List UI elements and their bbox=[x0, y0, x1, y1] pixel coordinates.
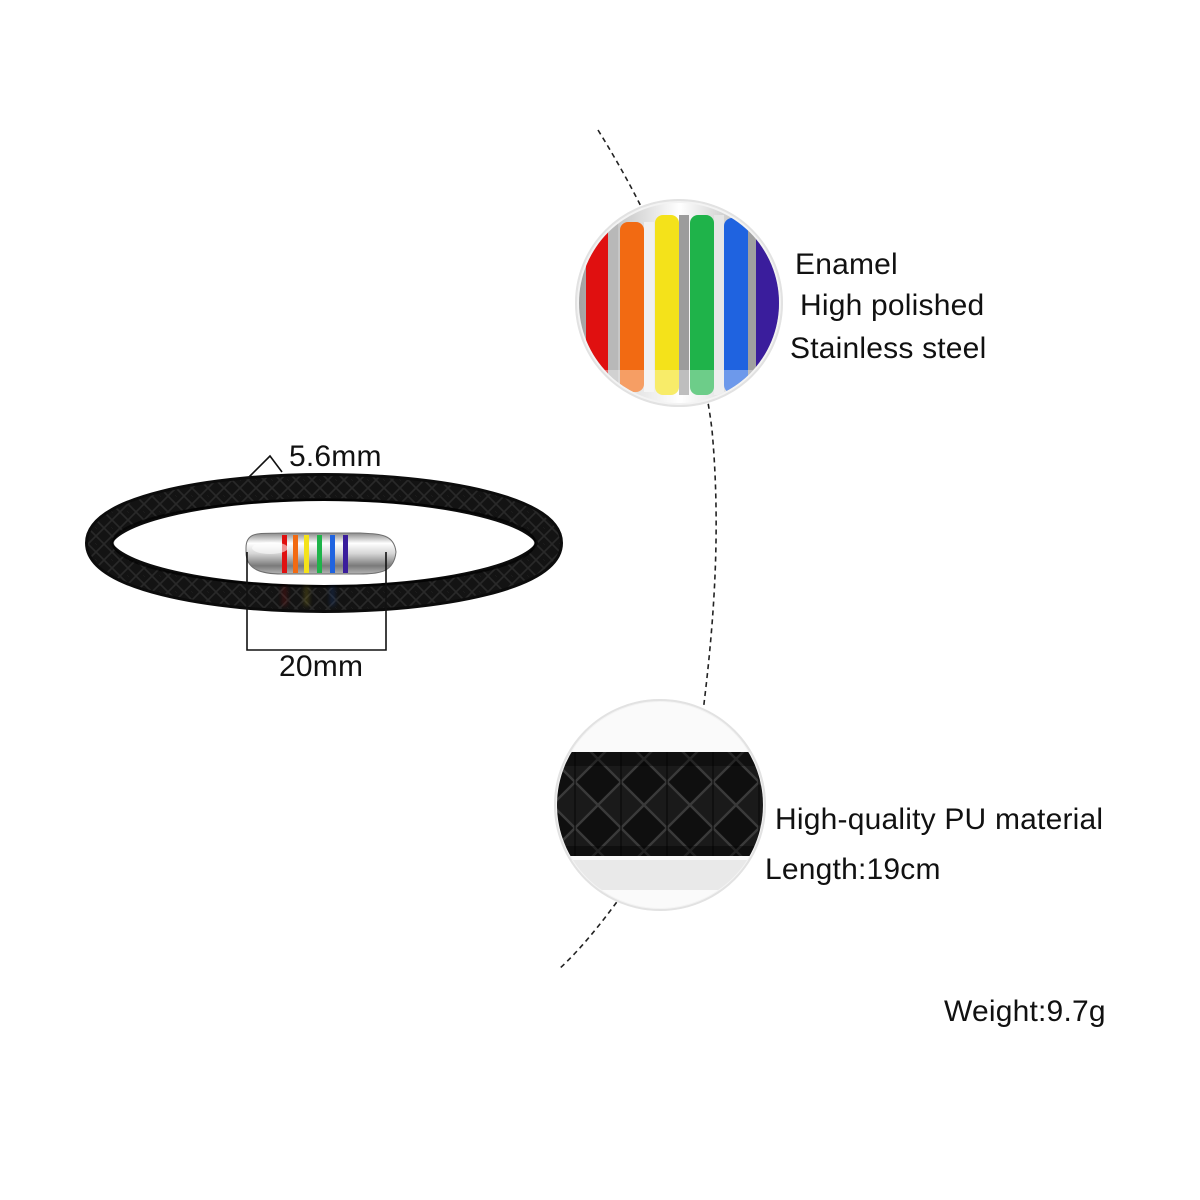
length-dimension-marker bbox=[246, 552, 387, 651]
bracelet-clasp bbox=[245, 532, 397, 575]
clasp-feature-high-polished: High polished bbox=[800, 289, 985, 322]
length-dimension-label: 20mm bbox=[279, 650, 364, 683]
cord-feature-length: Length:19cm bbox=[765, 853, 941, 886]
clasp-feature-stainless-steel: Stainless steel bbox=[790, 332, 987, 365]
clasp-closeup bbox=[575, 199, 783, 407]
width-dimension-label: 5.6mm bbox=[289, 440, 382, 473]
cord-feature-material: High-quality PU material bbox=[775, 803, 1104, 836]
dashed-connector-arc-lower bbox=[557, 894, 623, 971]
bracelet-image bbox=[85, 473, 563, 613]
width-dimension-marker bbox=[247, 454, 283, 479]
weight-label: Weight:9.7g bbox=[944, 995, 1106, 1028]
cord-closeup bbox=[554, 699, 766, 911]
clasp-feature-enamel: Enamel bbox=[795, 248, 898, 281]
